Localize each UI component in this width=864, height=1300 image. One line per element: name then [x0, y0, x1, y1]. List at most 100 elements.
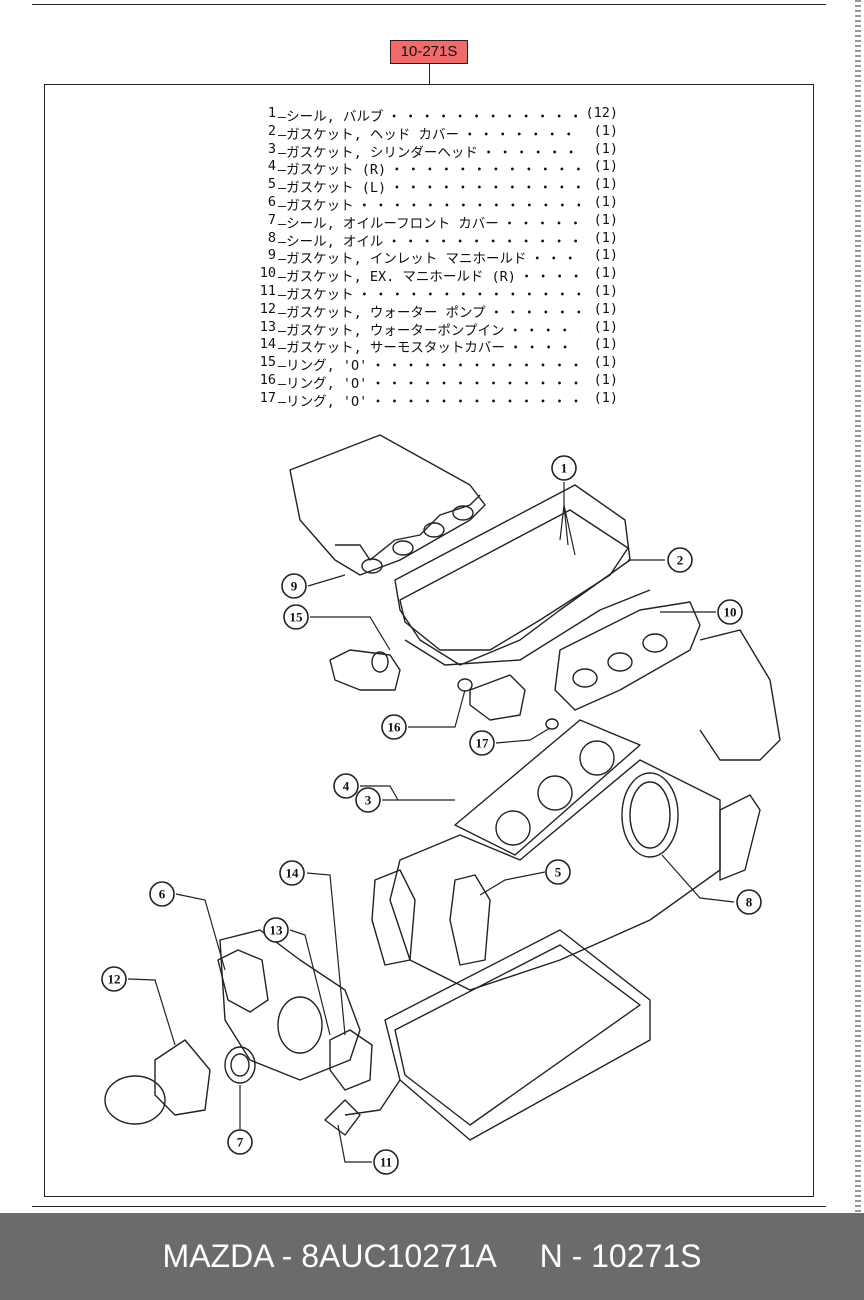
part-dots: ・・・・・・・・・・・・・・・・・・・・・・・・・・・・・・・・・・・・・・・・ [489, 304, 580, 319]
part-number: 16 [259, 371, 276, 388]
part-name: ―ガスケット, ウォーター ポンプ [278, 304, 486, 321]
part-number: 7 [267, 211, 276, 228]
part-row: 12―ガスケット, ウォーター ポンプ・・・・・・・・・・・・・・・・・・・・・… [254, 300, 618, 321]
part-dots: ・・・・・・・・・・・・・・・・・・・・・・・・・・・・・・・・・・・・・・・・ [357, 197, 580, 212]
callout-circle [545, 859, 571, 885]
callout-label: 9 [291, 579, 298, 594]
part-dots: ・・・・・・・・・・・・・・・・・・・・・・・・・・・・・・・・・・・・・・・・ [530, 251, 580, 266]
callout-1[interactable]: 1 [551, 455, 577, 481]
leader-5 [479, 871, 546, 896]
callout-label: 10 [724, 605, 737, 620]
part-row: 16―リング, 'O'・・・・・・・・・・・・・・・・・・・・・・・・・・・・・… [254, 371, 618, 392]
part-dots: ・・・・・・・・・・・・・・・・・・・・・・・・・・・・・・・・・・・・・・・・ [390, 180, 580, 194]
oil-pan-gasket [394, 944, 641, 1126]
callout-17[interactable]: 17 [469, 730, 495, 756]
part-name: ―ガスケット, シリンダーヘッド [278, 144, 478, 161]
callout-circle [373, 1149, 399, 1175]
part-number: 1 [267, 105, 276, 121]
part-name: ―ガスケット, インレット マニホールド [278, 251, 527, 268]
part-name: ―ガスケット, ヘッド カバー [278, 126, 460, 143]
part-qty: (1) [593, 247, 618, 264]
part-qty: (1) [593, 300, 618, 317]
callout-8[interactable]: 8 [736, 889, 762, 915]
assembly-tag-leader [429, 63, 430, 85]
rear-oil-seal [621, 772, 679, 858]
part-row: 4―ガスケット (R)・・・・・・・・・・・・・・・・・・・・・・・・・・・・・… [254, 158, 618, 178]
callout-10[interactable]: 10 [717, 599, 743, 625]
head-gasket [454, 719, 641, 856]
callout-circle [263, 917, 289, 943]
part-name: ―ガスケット (L) [278, 180, 387, 197]
cylinder-head [404, 589, 651, 666]
callout-14[interactable]: 14 [279, 860, 305, 886]
callout-13[interactable]: 13 [263, 917, 289, 943]
leader-6 [175, 893, 226, 971]
part-name: ―シール, バルブ [278, 109, 384, 125]
bypass-pipe [329, 1029, 373, 1091]
leader-17 [495, 727, 551, 744]
diagram-frame [44, 84, 814, 1197]
part-name: ―リング, 'O' [278, 393, 368, 410]
part-number: 14 [259, 336, 276, 353]
leader-14b [306, 872, 346, 1036]
leader-lines [127, 482, 735, 1163]
callout-label: 7 [237, 1135, 244, 1150]
part-row: 13―ガスケット, ウォーターポンプイン・・・・・・・・・・・・・・・・・・・・… [254, 319, 618, 339]
callout-3[interactable]: 3 [355, 787, 381, 813]
bore [579, 740, 615, 776]
callout-5[interactable]: 5 [545, 859, 571, 885]
callout-circle [717, 599, 743, 625]
part-row: 2―ガスケット, ヘッド カバー・・・・・・・・・・・・・・・・・・・・・・・・… [254, 123, 618, 143]
callout-2[interactable]: 2 [667, 547, 693, 573]
callout-label: 1 [561, 461, 568, 476]
part-qty: (12) [585, 105, 618, 121]
callout-11[interactable]: 11 [373, 1149, 399, 1175]
bore [537, 775, 573, 811]
part-number: 6 [267, 193, 276, 210]
part-number: 10 [259, 265, 276, 282]
part-qty: (1) [593, 158, 618, 175]
callout-4[interactable]: 4 [333, 773, 359, 799]
part-qty: (1) [593, 140, 618, 157]
part-row: 8―シール, オイル・・・・・・・・・・・・・・・・・・・・・・・・・・・・・・… [254, 230, 618, 250]
callout-16[interactable]: 16 [381, 714, 407, 740]
leader-14 [310, 616, 391, 651]
callout-label: 3 [365, 793, 372, 808]
part-name: ―ガスケット, EX. マニホールド (R) [278, 269, 516, 286]
part-number: 11 [259, 282, 276, 299]
part-row: 10―ガスケット, EX. マニホールド (R)・・・・・・・・・・・・・・・・… [254, 265, 618, 286]
part-dots: ・・・・・・・・・・・・・・・・・・・・・・・・・・・・・・・・・・・・・・・・ [519, 269, 580, 283]
leader-1 [559, 482, 576, 556]
right-edge-perforation [855, 0, 861, 1215]
part-name: ―リング, 'O' [278, 375, 368, 392]
part-dots: ・・・・・・・・・・・・・・・・・・・・・・・・・・・・・・・・・・・・・・・・ [387, 109, 580, 123]
part-dots: ・・・・・・・・・・・・・・・・・・・・・・・・・・・・・・・・・・・・・・・・ [463, 126, 580, 141]
callout-label: 12 [108, 972, 121, 987]
part-qty: (1) [593, 282, 618, 299]
part-number: 5 [267, 176, 276, 193]
part-name: ―ガスケット, ウォーターポンプイン [278, 322, 505, 339]
callout-9[interactable]: 9 [281, 573, 307, 599]
leader-13 [289, 929, 331, 1036]
thermostat-housing [329, 649, 401, 691]
cylinder-block [389, 759, 721, 991]
part-qty: (1) [593, 265, 618, 282]
part-row: 7―シール, オイルーフロント カバー・・・・・・・・・・・・・・・・・・・・・… [254, 211, 618, 232]
callout-7[interactable]: 7 [227, 1129, 253, 1155]
callout-12[interactable]: 12 [101, 966, 127, 992]
callout-15[interactable]: 15 [283, 604, 309, 630]
callout-circle [333, 773, 359, 799]
part-name: ―ガスケット [278, 197, 354, 214]
intake-port [423, 522, 445, 538]
callout-circle [736, 889, 762, 915]
callout-label: 14 [286, 866, 300, 881]
callout-circle [101, 966, 127, 992]
part-row: 6―ガスケット・・・・・・・・・・・・・・・・・・・・・・・・・・・・・・・・・… [254, 193, 618, 214]
intake-manifold [289, 434, 486, 576]
footer-part-number: MAZDA - 8AUC10271A N - 10271S [162, 1238, 702, 1274]
callout-6[interactable]: 6 [149, 881, 175, 907]
part-name: ―シール, オイルーフロント カバー [278, 215, 499, 232]
pulley [104, 1075, 166, 1125]
part-dots: ・・・・・・・・・・・・・・・・・・・・・・・・・・・・・・・・・・・・・・・・ [371, 358, 580, 372]
